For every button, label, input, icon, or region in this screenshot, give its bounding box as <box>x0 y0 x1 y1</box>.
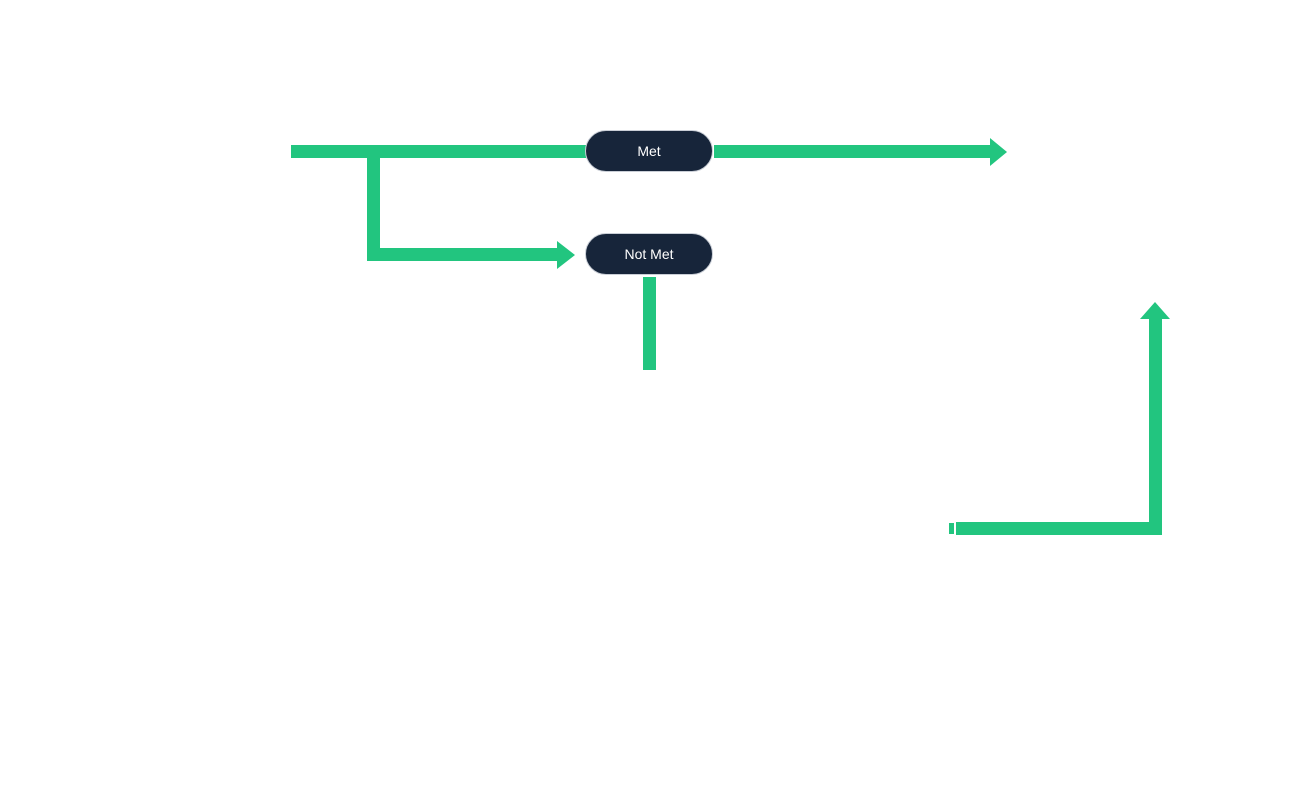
arrowhead-not-met <box>557 241 575 269</box>
connector-branch-to-not-met <box>367 248 561 261</box>
arrowhead-right <box>990 138 1007 166</box>
connector-not-met-down <box>643 277 656 370</box>
node-met-label: Met <box>637 143 661 159</box>
connector-group <box>291 138 1170 535</box>
connector-met-to-right <box>714 145 992 158</box>
connector-lower-horizontal <box>956 522 1162 535</box>
node-met[interactable]: Met <box>585 130 713 172</box>
connector-branch-down <box>367 150 380 261</box>
connector-lower-vertical <box>1149 316 1162 535</box>
node-not-met[interactable]: Not Met <box>585 233 713 275</box>
arrowhead-up <box>1140 302 1170 319</box>
connector-start-to-met <box>291 145 587 158</box>
node-not-met-label: Not Met <box>624 246 674 262</box>
connector-lower-stub <box>949 523 954 534</box>
